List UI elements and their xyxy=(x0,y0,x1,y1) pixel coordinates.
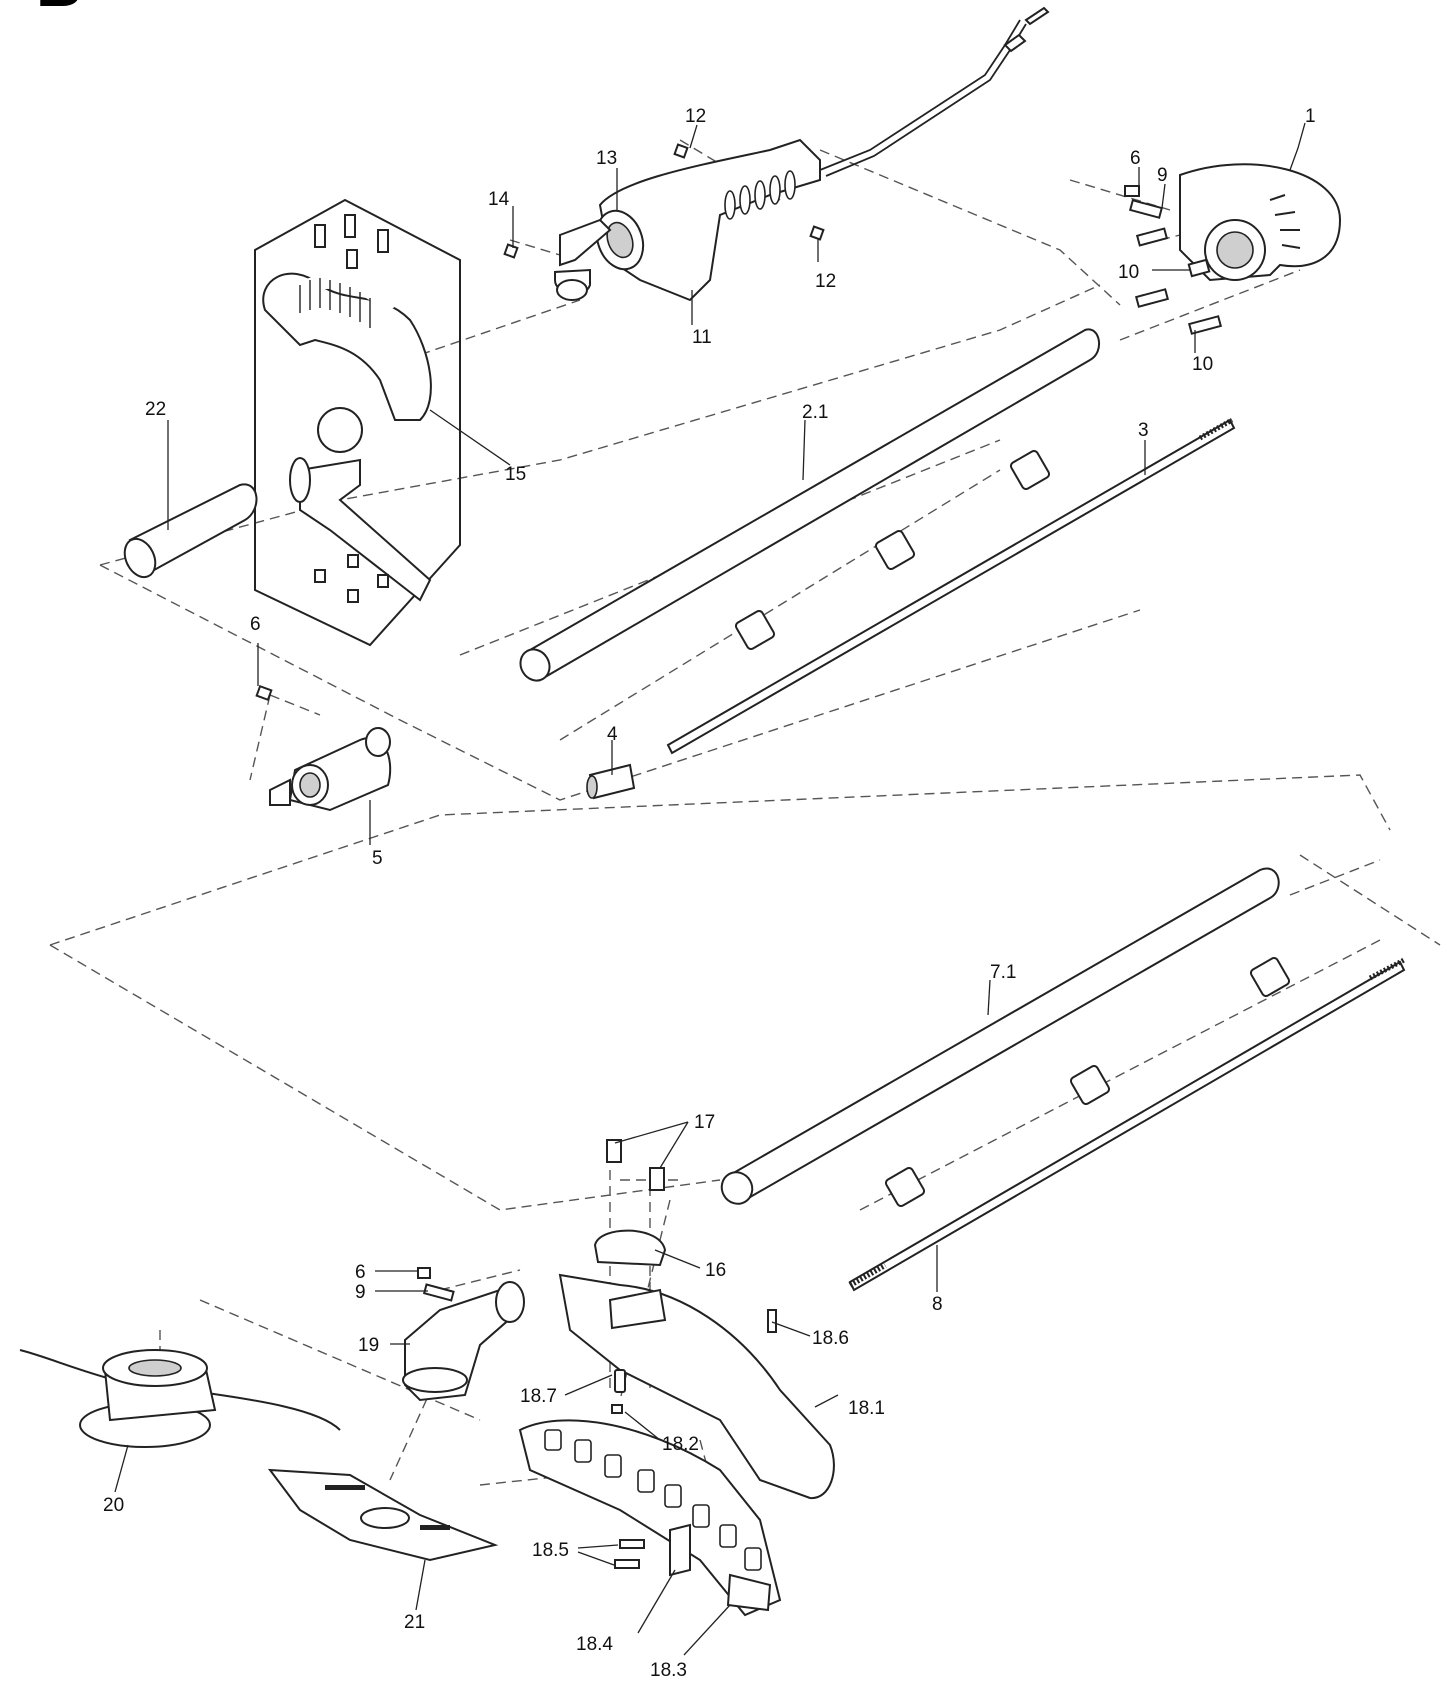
callout-22: 22 xyxy=(145,399,166,420)
callout-10: 10 xyxy=(1192,354,1213,375)
rear-handle-body xyxy=(598,138,821,302)
callout-13: 13 xyxy=(596,148,617,169)
lower-drive-shaft xyxy=(848,957,1406,1292)
callout-19: 19 xyxy=(358,1335,379,1356)
callout-18-6: 18.6 xyxy=(812,1328,849,1349)
callout-1: 1 xyxy=(1305,106,1316,127)
callout-16: 16 xyxy=(705,1260,726,1281)
lower-shaft-bushings xyxy=(884,956,1291,1208)
callout-18-7: 18.7 xyxy=(520,1386,557,1407)
callout-labels: 1 6 9 10 10 12 12 13 14 11 22 15 2.1 3 6… xyxy=(103,106,1316,1681)
callout-8: 8 xyxy=(932,1294,943,1315)
callout-12: 12 xyxy=(685,106,706,127)
callout-9: 9 xyxy=(355,1282,366,1303)
shaft-sleeve xyxy=(586,763,636,800)
callout-20: 20 xyxy=(103,1495,124,1516)
callout-6: 6 xyxy=(355,1262,366,1283)
trigger-lever xyxy=(559,218,612,267)
engine-flange-part xyxy=(1124,163,1342,335)
callout-21: 21 xyxy=(404,1612,425,1633)
callout-17: 17 xyxy=(694,1112,715,1133)
trimmer-guard xyxy=(518,1273,835,1617)
callout-18-5: 18.5 xyxy=(532,1540,569,1561)
callout-6: 6 xyxy=(1130,148,1141,169)
upper-shaft-bushings xyxy=(734,449,1051,651)
upper-drive-shaft xyxy=(666,417,1236,755)
callout-18-4: 18.4 xyxy=(576,1634,613,1655)
trimmer-blade xyxy=(267,1468,499,1562)
shaft-coupling xyxy=(255,684,392,812)
upper-shaft-tube xyxy=(519,328,1100,682)
lower-shaft-tube xyxy=(720,867,1280,1205)
callout-5: 5 xyxy=(372,848,383,869)
callout-4: 4 xyxy=(607,724,618,745)
callout-11: 11 xyxy=(692,327,712,348)
gear-head xyxy=(402,1267,525,1402)
callout-12: 12 xyxy=(815,271,836,292)
callout-leader-lines xyxy=(114,122,1306,1656)
callout-9: 9 xyxy=(1157,165,1168,186)
callout-18-2: 18.2 xyxy=(662,1434,699,1455)
trimmer-head xyxy=(19,1349,341,1448)
callout-10: 10 xyxy=(1118,262,1139,283)
callout-2-1: 2.1 xyxy=(802,402,828,423)
callout-18-3: 18.3 xyxy=(650,1660,687,1681)
section-letter: B xyxy=(36,0,82,20)
callout-14: 14 xyxy=(488,189,510,210)
callout-3: 3 xyxy=(1138,420,1149,441)
callout-15: 15 xyxy=(505,464,526,485)
throttle-handle-assembly xyxy=(503,6,1050,302)
callout-6: 6 xyxy=(250,614,261,635)
shaft-bracket-and-screws xyxy=(593,1139,667,1267)
callout-7-1: 7.1 xyxy=(990,962,1016,983)
callout-18-1: 18.1 xyxy=(848,1398,885,1419)
loop-handle-assembly xyxy=(123,198,461,647)
